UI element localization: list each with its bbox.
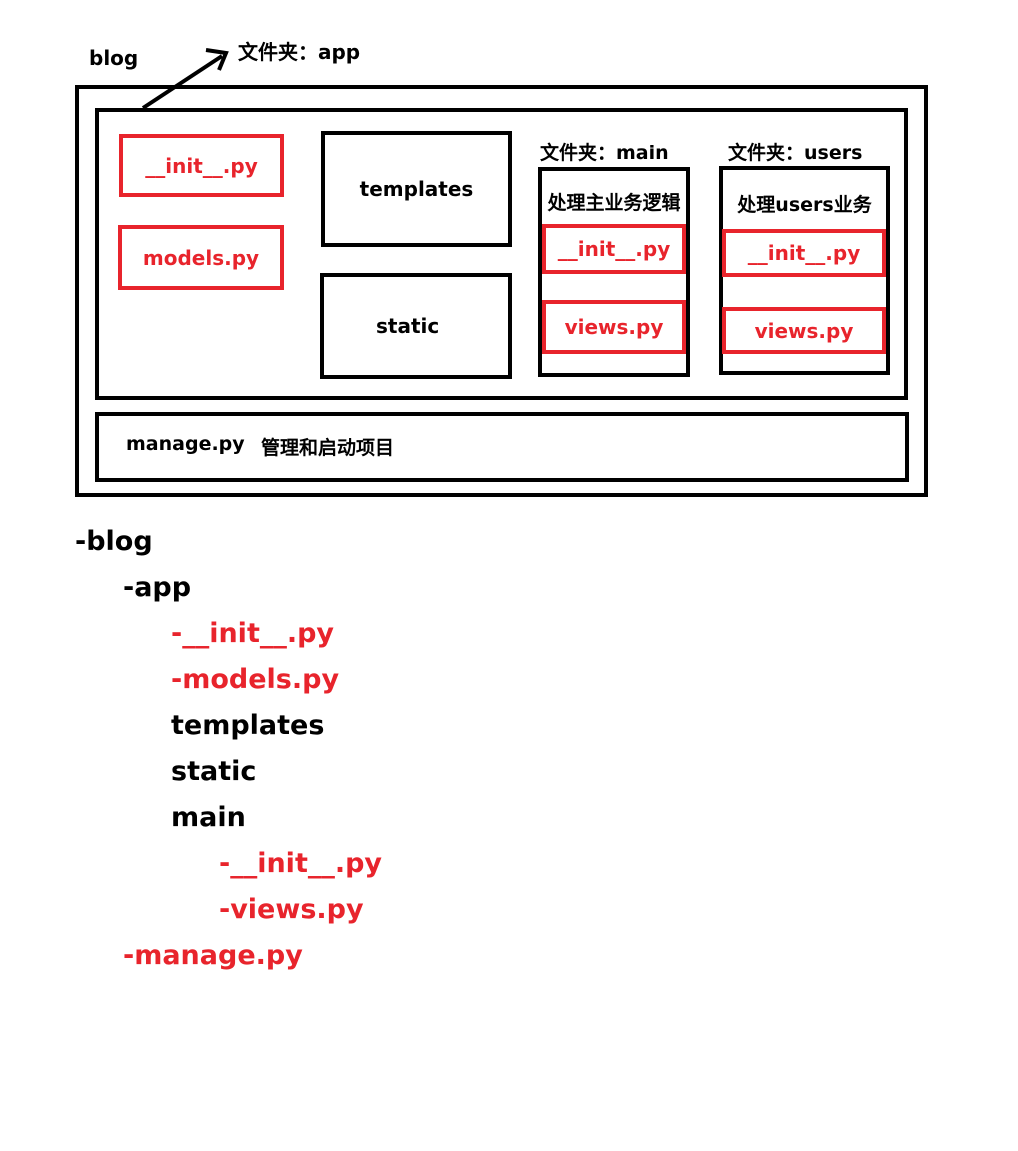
app-init-file: __init__.py [119, 134, 284, 197]
main-folder-label: 文件夹：main [540, 142, 669, 164]
tree-item-app: -app [123, 572, 192, 603]
main-init-file: __init__.py [542, 224, 686, 274]
users-folder-box [719, 166, 890, 375]
tree-item-blog: -blog [75, 526, 153, 557]
manage-description: 管理和启动项目 [261, 437, 395, 459]
tree-item-main: main [171, 802, 246, 833]
tree-item-manage: -manage.py [123, 940, 303, 971]
templates-folder: templates [321, 131, 512, 247]
tree-item-app-init: -__init__.py [171, 618, 335, 649]
tree-item-models: -models.py [171, 664, 340, 695]
users-description: 处理users业务 [737, 194, 872, 216]
main-folder-box [538, 167, 690, 377]
blog-label: blog [89, 46, 139, 70]
tree-item-main-init: -__init__.py [219, 848, 383, 879]
users-views-file: views.py [722, 307, 886, 354]
tree-item-static: static [171, 756, 257, 787]
main-description: 处理主业务逻辑 [547, 192, 681, 214]
app-models-file: models.py [118, 225, 284, 290]
main-views-file: views.py [542, 300, 686, 354]
blog-box [75, 85, 928, 497]
app-box [95, 108, 908, 400]
users-init-file: __init__.py [722, 229, 886, 277]
manage-file: manage.py [126, 433, 245, 455]
static-folder: static [320, 273, 512, 379]
app-folder-label: 文件夹：app [238, 40, 361, 64]
users-folder-label: 文件夹：users [728, 142, 863, 164]
manage-box [95, 412, 909, 482]
tree-item-templates: templates [171, 710, 325, 741]
tree-item-views: -views.py [219, 894, 364, 925]
